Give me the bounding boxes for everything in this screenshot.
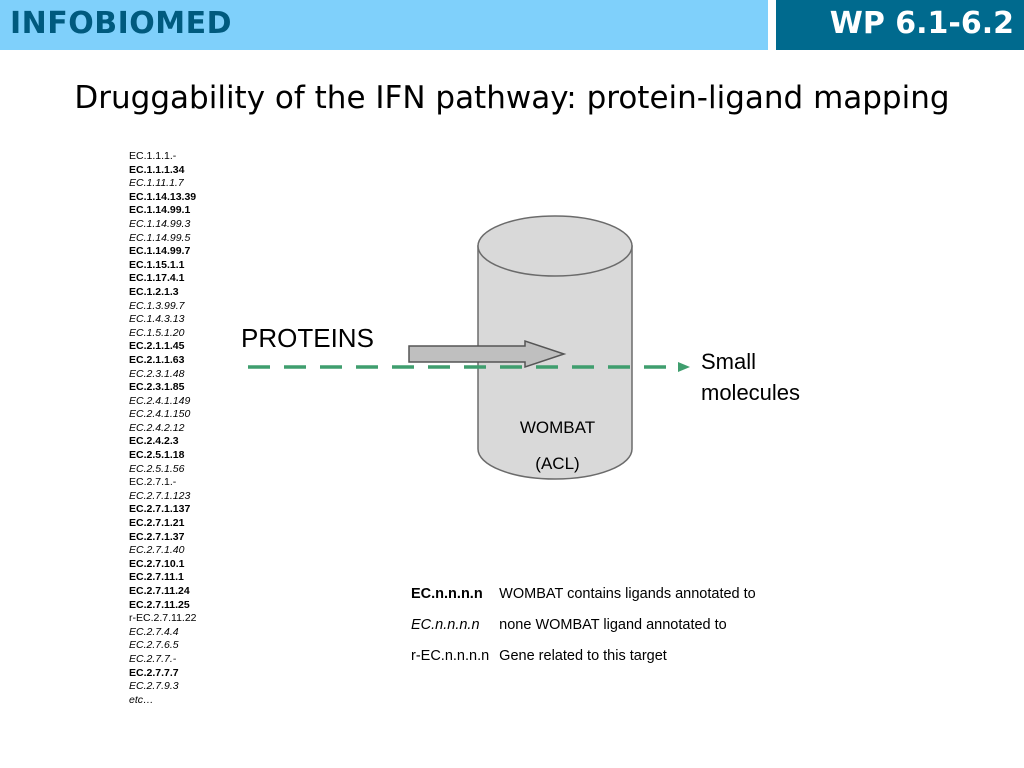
database-cylinder	[477, 215, 633, 480]
cylinder-body	[477, 245, 633, 480]
ec-list-item: EC.1.14.99.7	[129, 245, 191, 258]
ec-list-item: EC.2.1.1.45	[129, 340, 185, 353]
ec-list-item: EC.2.7.11.1	[129, 571, 184, 584]
ec-list-item: EC.2.7.1.123	[129, 489, 191, 502]
ec-list-item: EC.2.7.11.24	[129, 585, 190, 597]
ec-list-item: EC.2.7.1.-	[129, 476, 177, 489]
ec-list-item: EC.2.3.1.48	[129, 367, 185, 380]
ec-list-item: EC.2.7.7.-	[129, 652, 177, 665]
ec-list-item: EC.2.4.2.12	[129, 421, 185, 434]
ec-list-item: EC.2.5.1.56	[129, 462, 185, 475]
ec-list-item: EC.2.7.9.3	[129, 680, 179, 693]
header-bar-right: WP 6.1-6.2	[776, 0, 1024, 50]
proteins-arrow	[408, 339, 567, 369]
ec-list-item: EC.2.4.1.149	[129, 394, 191, 407]
ec-list-item: EC.1.2.1.3	[129, 285, 179, 298]
legend-key: EC.n.n.n.n	[411, 616, 480, 633]
slide-title: Druggability of the IFN pathway: protein…	[74, 80, 950, 116]
ec-list-item: EC.1.1.1.34	[129, 163, 185, 176]
ec-list-item: EC.1.3.99.7	[129, 299, 185, 312]
ec-list-item: EC.1.5.1.20	[129, 326, 185, 339]
ec-list-item: EC.2.1.1.63	[129, 353, 185, 366]
legend-row: EC.n.n.n.n none WOMBAT ligand annotated t…	[411, 609, 766, 640]
small-molecules-arrowhead	[678, 362, 690, 372]
ec-list-item: EC.2.7.10.1	[129, 557, 185, 570]
ec-list-item: EC.2.4.1.150	[129, 408, 191, 421]
database-name: WOMBAT	[519, 418, 596, 437]
work-package-label: WP 6.1-6.2	[829, 6, 1014, 41]
ec-list-item: EC.2.7.1.21	[129, 517, 185, 530]
ec-list-item: EC.2.7.11.25	[129, 598, 190, 611]
proteins-label: PROTEINS	[241, 323, 374, 353]
legend-row: EC.n.n.n.n WOMBAT contains ligands annota…	[411, 578, 766, 609]
ec-list-item: EC.2.4.2.3	[129, 435, 179, 448]
ec-list-item: etc…	[129, 693, 154, 706]
legend-description: WOMBAT contains ligands annotated to	[499, 585, 756, 602]
ec-list-item: EC.1.14.13.39	[129, 190, 197, 203]
cylinder-top	[477, 215, 633, 277]
ec-list-item: r-EC.2.7.11.22	[129, 612, 197, 625]
ec-list-item: EC.2.7.1.40	[129, 544, 185, 557]
ec-list-item: EC.1.14.99.1	[129, 204, 191, 217]
ec-list-item: EC.1.4.3.13	[129, 313, 185, 326]
ec-list-item: EC.2.7.1.137	[129, 503, 191, 516]
ec-list-item: EC.2.5.1.18	[129, 449, 185, 462]
ec-list-item: EC.1.15.1.1	[129, 258, 185, 271]
legend-description: none WOMBAT ligand annotated to	[499, 616, 727, 633]
ec-list-item: EC.2.7.7.7	[129, 666, 179, 679]
ec-list-item: EC.1.14.99.3	[129, 217, 191, 230]
ec-list-item: EC.2.3.1.85	[129, 381, 185, 394]
small-molecules-label: Small molecules	[701, 346, 800, 408]
ec-list-item: EC.1.1.1.-	[129, 150, 177, 162]
small-molecules-line2: molecules	[701, 380, 801, 405]
legend-description: Gene related to this target	[499, 647, 667, 664]
legend-key: r-EC.n.n.n.n	[411, 647, 490, 664]
ec-list-item: EC.2.7.4.4	[129, 625, 179, 638]
ec-list-item: EC.2.7.6.5	[129, 639, 179, 652]
legend-table: EC.n.n.n.n WOMBAT contains ligands annota…	[411, 578, 766, 671]
header-bar-left: INFOBIOMED	[0, 0, 768, 50]
legend-key: EC.n.n.n.n	[411, 585, 483, 602]
ec-list-item: EC.1.17.4.1	[129, 272, 185, 285]
database-subtitle: (ACL)	[535, 454, 580, 473]
ec-list-item: EC.1.11.1.7	[129, 177, 184, 190]
brand-title: INFOBIOMED	[10, 6, 233, 41]
legend-row: r-EC.n.n.n.n Gene related to this target	[411, 640, 766, 671]
small-molecules-line1: Small	[701, 349, 757, 374]
ec-list-item: EC.2.7.1.37	[129, 530, 185, 543]
ec-list-item: EC.1.14.99.5	[129, 231, 191, 244]
